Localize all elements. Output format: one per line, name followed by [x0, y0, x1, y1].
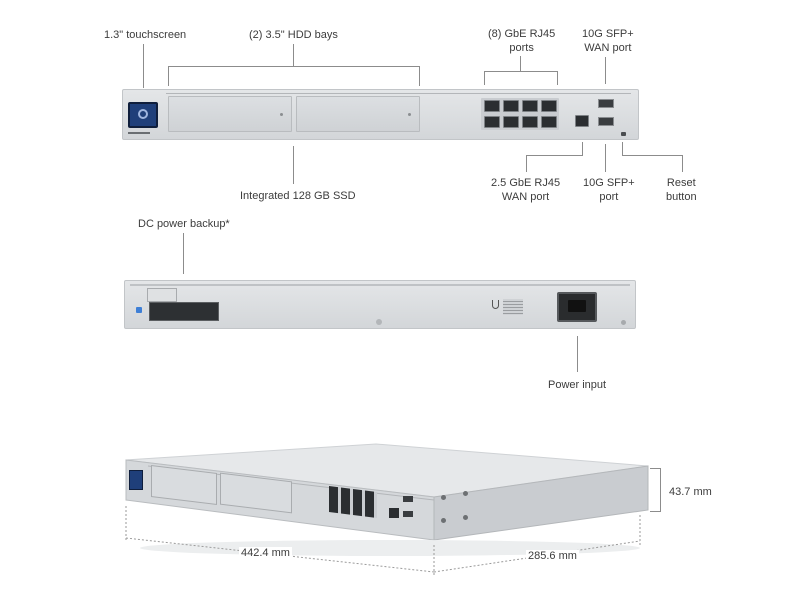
leader-touchscreen — [143, 44, 144, 88]
leader-gbe-right — [557, 71, 558, 85]
label-power-input: Power input — [548, 379, 607, 391]
rj45-wan-port — [575, 115, 589, 127]
rear-screw-1 — [376, 319, 382, 325]
iso-side-screw-1 — [441, 495, 446, 500]
gbe-port-7 — [522, 116, 538, 128]
leader-hdd-stem — [293, 44, 294, 66]
gbe-port-2 — [503, 100, 519, 112]
label-dc-backup: DC power backup* — [138, 218, 230, 230]
hdd-bay-1 — [168, 96, 292, 132]
touchscreen-ring-icon — [138, 109, 148, 119]
front-seam — [166, 93, 631, 94]
label-ssd: Integrated 128 GB SSD — [240, 190, 356, 202]
leader-rj45-stem — [526, 156, 527, 172]
front-logo-mark — [128, 132, 150, 134]
sfp-wan-port — [598, 99, 614, 108]
ubiquiti-logo-icon — [492, 300, 499, 309]
iso-side-screw-2 — [441, 518, 446, 523]
leader-gbe-left — [484, 71, 485, 85]
leader-hdd-left — [168, 66, 169, 86]
gbe-port-3 — [522, 100, 538, 112]
label-gbe-ports: (8) GbE RJ45 ports — [488, 28, 556, 54]
leader-sfp-wan — [605, 57, 606, 84]
sfp-port — [598, 117, 614, 126]
label-touchscreen: 1.3" touchscreen — [104, 29, 187, 41]
iso-side-screw-3 — [463, 491, 468, 496]
leader-sfp-port — [605, 144, 606, 172]
leader-reset-stem — [682, 155, 683, 172]
leader-dc-backup — [183, 233, 184, 274]
label-sfp-port: 10G SFP+ port — [583, 177, 635, 203]
leader-gbe-stem — [520, 56, 521, 71]
gbe-port-6 — [503, 116, 519, 128]
dim-height-tick-top — [650, 468, 661, 469]
gbe-port-5 — [484, 116, 500, 128]
leader-hdd-bar — [168, 66, 420, 67]
leader-ssd — [293, 146, 294, 184]
dim-height-label: 43.7 mm — [669, 486, 712, 498]
leader-hdd-right — [419, 66, 420, 86]
leader-reset-bar — [622, 155, 683, 156]
power-input-socket — [557, 292, 597, 322]
dc-backup-connector — [149, 302, 219, 321]
leader-gbe-bar — [484, 71, 558, 72]
gbe-port-8 — [541, 116, 557, 128]
dim-height-line — [660, 468, 661, 512]
iso-touchscreen — [129, 470, 143, 490]
leader-power-input — [577, 336, 578, 372]
gbe-port-4 — [541, 100, 557, 112]
label-sfp-wan: 10G SFP+ WAN port — [582, 28, 634, 54]
iso-rj45-wan — [389, 508, 399, 518]
dim-depth-label: 285.6 mm — [526, 550, 579, 562]
leader-rj45-up — [582, 142, 583, 156]
reset-button — [621, 132, 626, 136]
hdd-bay-2 — [296, 96, 420, 132]
rear-status-icon — [136, 307, 142, 313]
rear-label-sticker — [147, 288, 177, 302]
dim-height-tick-bottom — [650, 511, 661, 512]
iso-sfp-1 — [403, 496, 413, 502]
touchscreen — [128, 102, 158, 128]
label-rj45-wan: 2.5 GbE RJ45 WAN port — [491, 177, 561, 203]
gbe-port-1 — [484, 100, 500, 112]
label-reset: Reset button — [666, 177, 697, 203]
iso-sfp-2 — [403, 511, 413, 517]
leader-rj45-bar — [526, 155, 583, 156]
rear-top-edge — [130, 284, 630, 286]
rear-compliance-text — [503, 299, 523, 315]
label-hdd-bays: (2) 3.5" HDD bays — [249, 29, 338, 41]
dim-width-label: 442.4 mm — [239, 547, 292, 559]
iso-side-screw-4 — [463, 515, 468, 520]
leader-reset-up — [622, 142, 623, 156]
rear-screw-2 — [621, 320, 626, 325]
